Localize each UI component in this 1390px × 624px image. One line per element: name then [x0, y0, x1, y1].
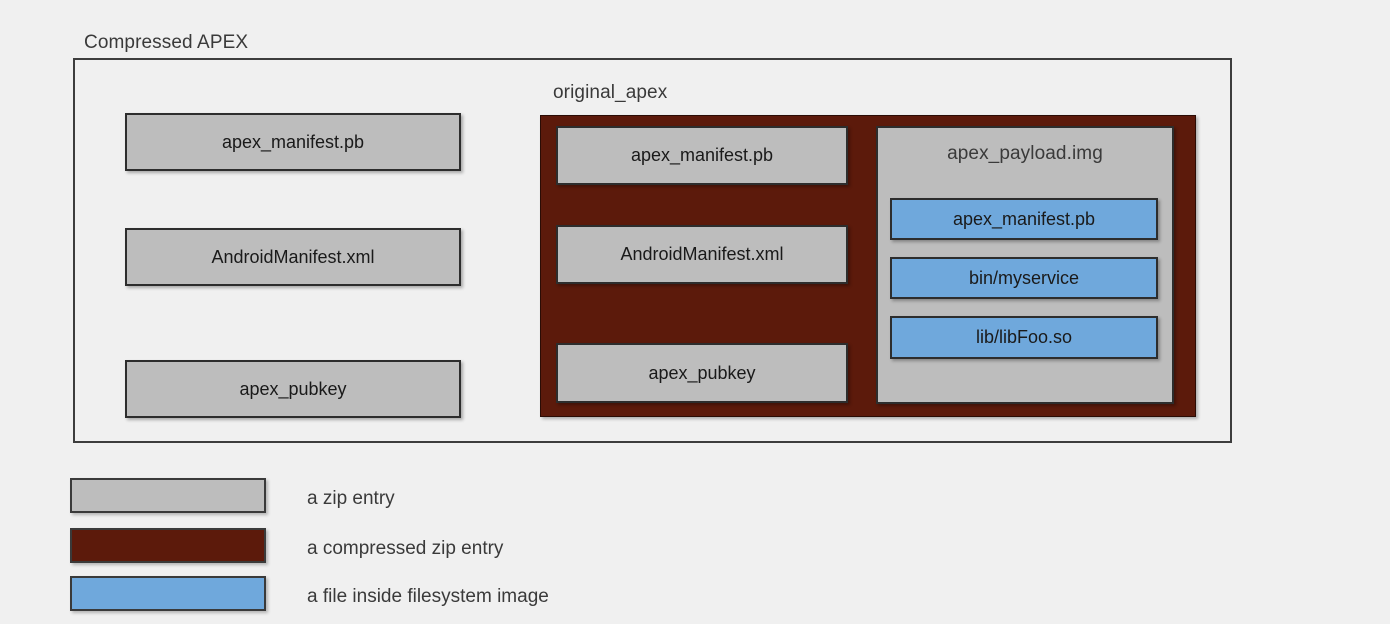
compressed-entry-androidmanifest-xml[interactable]: AndroidManifest.xml: [556, 225, 848, 284]
payload-file-lib-libfoo-so[interactable]: lib/libFoo.so: [890, 316, 1158, 359]
outer-entry-apex-pubkey[interactable]: apex_pubkey: [125, 360, 461, 418]
legend-label-filesystem-file: a file inside filesystem image: [307, 586, 549, 607]
legend-label-zip-entry: a zip entry: [307, 488, 395, 509]
outer-entry-apex-manifest-pb[interactable]: apex_manifest.pb: [125, 113, 461, 171]
original-apex-title: original_apex: [553, 82, 668, 103]
compressed-entry-apex-manifest-pb[interactable]: apex_manifest.pb: [556, 126, 848, 185]
compressed-entry-apex-pubkey[interactable]: apex_pubkey: [556, 343, 848, 403]
payload-file-bin-myservice[interactable]: bin/myservice: [890, 257, 1158, 299]
filesystem-file-swatch: [70, 576, 266, 611]
legend-label-compressed-zip-entry: a compressed zip entry: [307, 538, 504, 559]
payload-file-apex-manifest-pb[interactable]: apex_manifest.pb: [890, 198, 1158, 240]
outer-entry-androidmanifest-xml[interactable]: AndroidManifest.xml: [125, 228, 461, 286]
apex-payload-img-label: apex_payload.img: [947, 143, 1103, 164]
compressed-apex-title: Compressed APEX: [84, 32, 249, 53]
compressed-zip-entry-swatch: [70, 528, 266, 563]
zip-entry-swatch: [70, 478, 266, 513]
